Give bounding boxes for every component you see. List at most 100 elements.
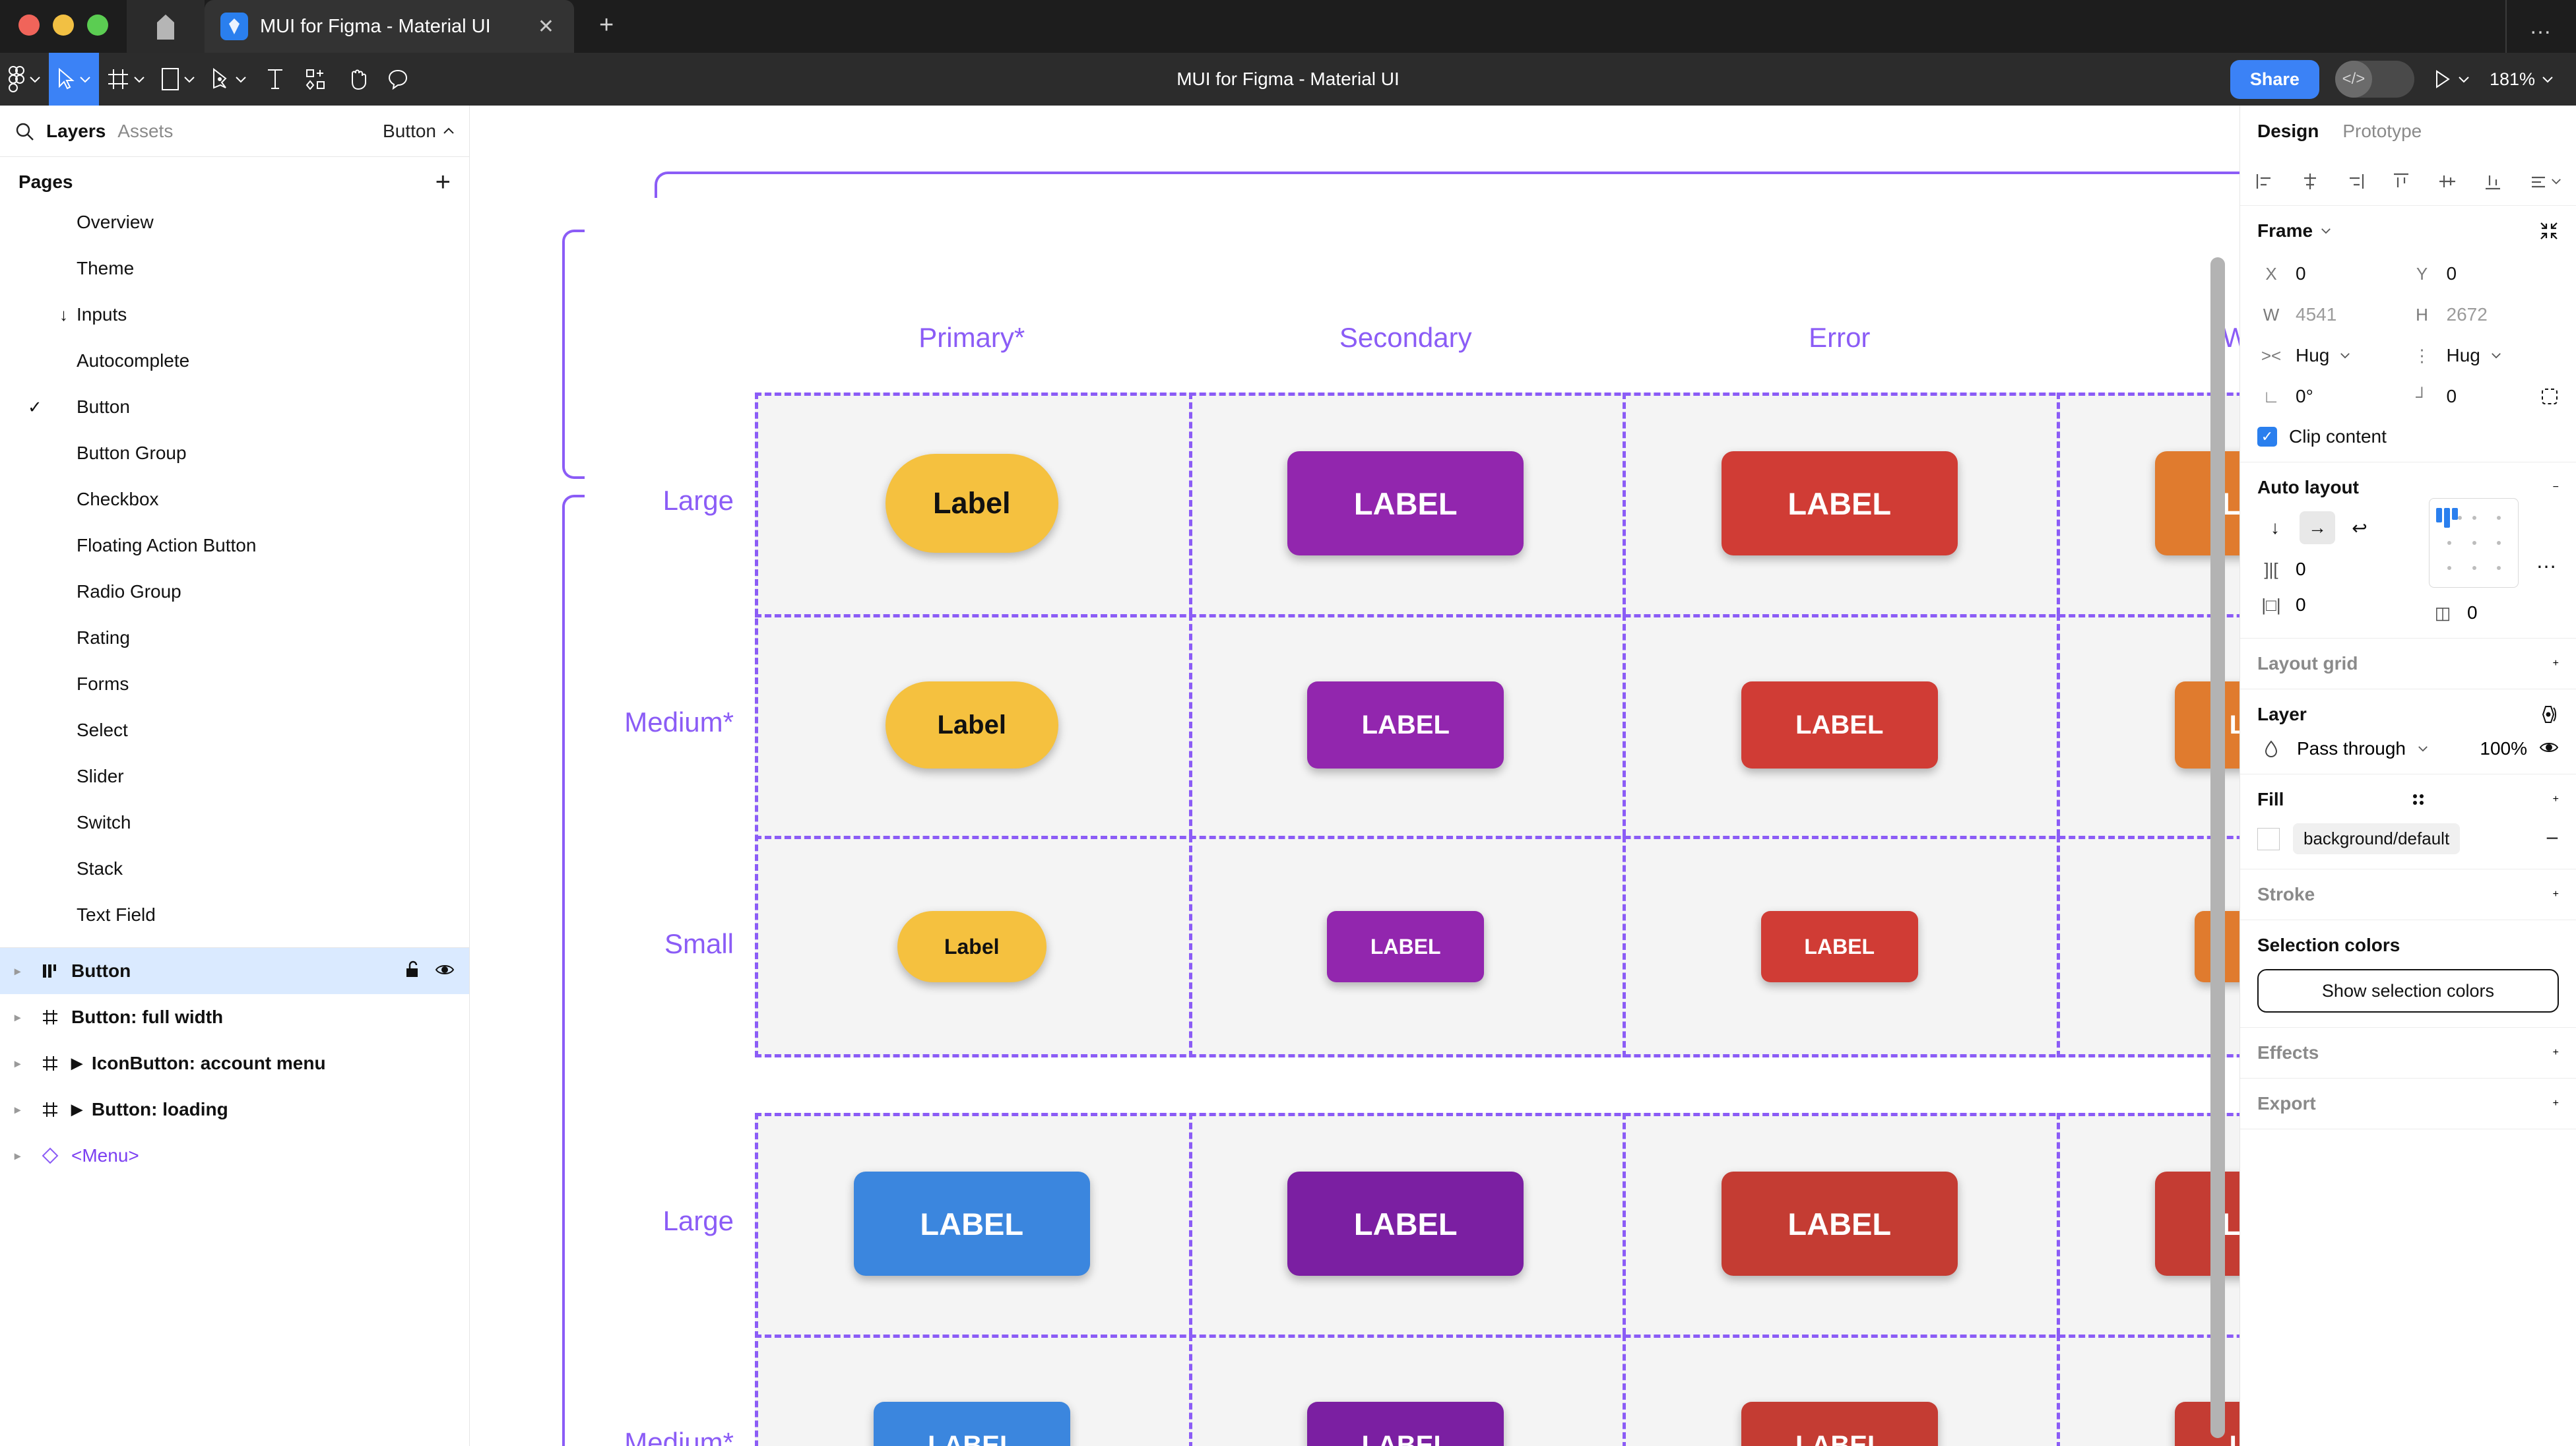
page-item-radio-group[interactable]: Radio Group (0, 569, 469, 615)
resize-to-fit-icon[interactable] (2539, 221, 2559, 241)
mui-button[interactable]: LABEL (873, 1402, 1070, 1446)
page-item-button[interactable]: ✓Button (0, 384, 469, 430)
align-cell-top-center[interactable] (2462, 505, 2487, 530)
mui-button[interactable]: LABEL (1721, 451, 1958, 555)
independent-corners-icon[interactable] (2540, 387, 2559, 406)
mui-button[interactable]: LABEL (1287, 1172, 1524, 1276)
align-cell-top-left[interactable] (2436, 505, 2462, 530)
align-cell-middle-center[interactable] (2462, 530, 2487, 555)
layer-expand-arrow-icon[interactable]: ▸ (15, 964, 21, 978)
layer-item-button-full-width[interactable]: ▸Button: full width (0, 994, 469, 1040)
align-cell-middle-left[interactable] (2436, 530, 2462, 555)
auto-layout-gap[interactable]: ]|[ 0 (2257, 559, 2412, 580)
align-cell-bottom-left[interactable] (2436, 555, 2462, 581)
tab-layers[interactable]: Layers (46, 120, 106, 141)
align-left-icon[interactable] (2255, 172, 2274, 191)
page-item-autocomplete[interactable]: Autocomplete (0, 338, 469, 384)
page-item-checkbox[interactable]: Checkbox (0, 476, 469, 522)
mui-button[interactable]: LABEL (1307, 681, 1504, 769)
auto-layout-more-options-icon[interactable]: … (2536, 548, 2559, 573)
page-item-floating-action-button[interactable]: Floating Action Button (0, 522, 469, 569)
tab-design[interactable]: Design (2257, 121, 2319, 141)
move-tool-button[interactable] (49, 53, 99, 106)
mui-button[interactable]: Label (885, 454, 1058, 553)
eye-icon[interactable] (2539, 738, 2559, 759)
auto-layout-alignment-grid[interactable] (2429, 498, 2519, 588)
page-item-theme[interactable]: Theme (0, 245, 469, 292)
share-button[interactable]: Share (2230, 59, 2319, 99)
tab-prototype[interactable]: Prototype (2342, 121, 2422, 141)
frame-y[interactable]: Y 0 (2408, 253, 2560, 294)
layer-expand-arrow-icon[interactable]: ▸ (15, 1102, 21, 1116)
design-canvas[interactable]: Contained Primary*SecondaryErrorWarning … (470, 106, 2239, 1446)
add-fill-icon[interactable]: + (2552, 794, 2559, 805)
fill-item[interactable]: background/default − (2257, 823, 2559, 854)
present-button[interactable] (2430, 69, 2474, 89)
clip-content-row[interactable]: ✓ Clip content (2257, 426, 2559, 447)
pen-tool-button[interactable] (203, 53, 255, 106)
overflow-menu-icon[interactable]: … (2529, 14, 2554, 39)
add-layout-grid-icon[interactable]: + (2552, 658, 2559, 669)
layer-item-button[interactable]: ▸Button (0, 948, 469, 994)
mui-button[interactable]: LABEL (2155, 451, 2239, 555)
mui-button[interactable]: LABEL (853, 1172, 1090, 1276)
chevron-down-icon[interactable] (2321, 228, 2331, 234)
layer-style-icon[interactable] (2539, 705, 2559, 724)
home-tab-button[interactable] (127, 0, 205, 53)
auto-layout-wrap-button[interactable]: ↩ (2352, 517, 2367, 538)
page-item-slider[interactable]: Slider (0, 753, 469, 800)
close-window-button[interactable] (18, 15, 40, 36)
add-page-icon[interactable]: + (435, 168, 451, 197)
frame-tool-button[interactable] (99, 53, 153, 106)
layer-item-button-loading[interactable]: ▸▶Button: loading (0, 1086, 469, 1133)
page-selector[interactable]: Button (383, 121, 455, 142)
add-effect-icon[interactable]: + (2552, 1047, 2559, 1058)
text-tool-button[interactable] (255, 53, 296, 106)
frame-width[interactable]: W 4541 (2257, 294, 2408, 335)
align-cell-bottom-center[interactable] (2462, 555, 2487, 581)
mui-button[interactable]: LABEL (1327, 911, 1485, 982)
distribute-icon[interactable] (2528, 172, 2561, 191)
align-bottom-icon[interactable] (2483, 172, 2503, 191)
hand-tool-button[interactable] (337, 53, 377, 106)
close-tab-icon[interactable]: ✕ (537, 15, 554, 38)
show-selection-colors-button[interactable]: Show selection colors (2257, 969, 2559, 1013)
auto-layout-padding-horizontal[interactable]: |□| 0 (2257, 594, 2412, 615)
resources-button[interactable] (296, 53, 337, 106)
maximize-window-button[interactable] (87, 15, 108, 36)
auto-layout-vertical-button[interactable]: ↓ (2270, 517, 2280, 538)
search-icon[interactable] (15, 121, 34, 141)
dev-mode-toggle[interactable]: </> (2334, 61, 2414, 98)
mui-button[interactable]: LABEL (1760, 911, 1918, 982)
browser-tab[interactable]: MUI for Figma - Material UI ✕ (205, 0, 574, 53)
layer-expand-arrow-icon[interactable]: ▸ (15, 1148, 21, 1162)
page-item-forms[interactable]: Forms (0, 661, 469, 707)
zoom-level-button[interactable]: 181% (2490, 69, 2554, 90)
comment-tool-button[interactable] (377, 53, 418, 106)
layer-expand-arrow-icon[interactable]: ▸ (15, 1056, 21, 1070)
remove-fill-icon[interactable]: − (2546, 826, 2559, 851)
frame-corner-radius[interactable]: ┘ 0 (2408, 376, 2560, 417)
page-item-overview[interactable]: Overview (0, 199, 469, 245)
align-horizontal-center-icon[interactable] (2300, 172, 2320, 191)
mui-button[interactable]: LABEL (2175, 681, 2239, 769)
mui-button[interactable]: LABEL (1721, 1172, 1958, 1276)
align-cell-top-right[interactable] (2487, 505, 2512, 530)
add-stroke-icon[interactable]: + (2552, 889, 2559, 900)
mui-button[interactable]: Label (885, 681, 1058, 769)
mui-button[interactable]: LABEL (1287, 451, 1524, 555)
new-tab-icon[interactable]: + (599, 11, 614, 39)
mui-button[interactable]: LABEL (2155, 1172, 2239, 1276)
auto-layout-padding-vertical[interactable]: ◫ 0 (2429, 602, 2519, 623)
layer-blend-row[interactable]: Pass through 100% (2257, 738, 2559, 759)
align-cell-bottom-right[interactable] (2487, 555, 2512, 581)
add-export-icon[interactable]: + (2552, 1098, 2559, 1109)
frame-hug-height[interactable]: ⋮ Hug (2408, 335, 2560, 376)
align-right-icon[interactable] (2346, 172, 2366, 191)
layer-item-iconbutton-account-menu[interactable]: ▸▶IconButton: account menu (0, 1040, 469, 1086)
frame-rotation[interactable]: ∟ 0° (2257, 376, 2408, 417)
page-item-text-field[interactable]: Text Field (0, 892, 469, 938)
tab-assets[interactable]: Assets (117, 120, 174, 141)
align-top-icon[interactable] (2391, 172, 2411, 191)
page-item-select[interactable]: Select (0, 707, 469, 753)
